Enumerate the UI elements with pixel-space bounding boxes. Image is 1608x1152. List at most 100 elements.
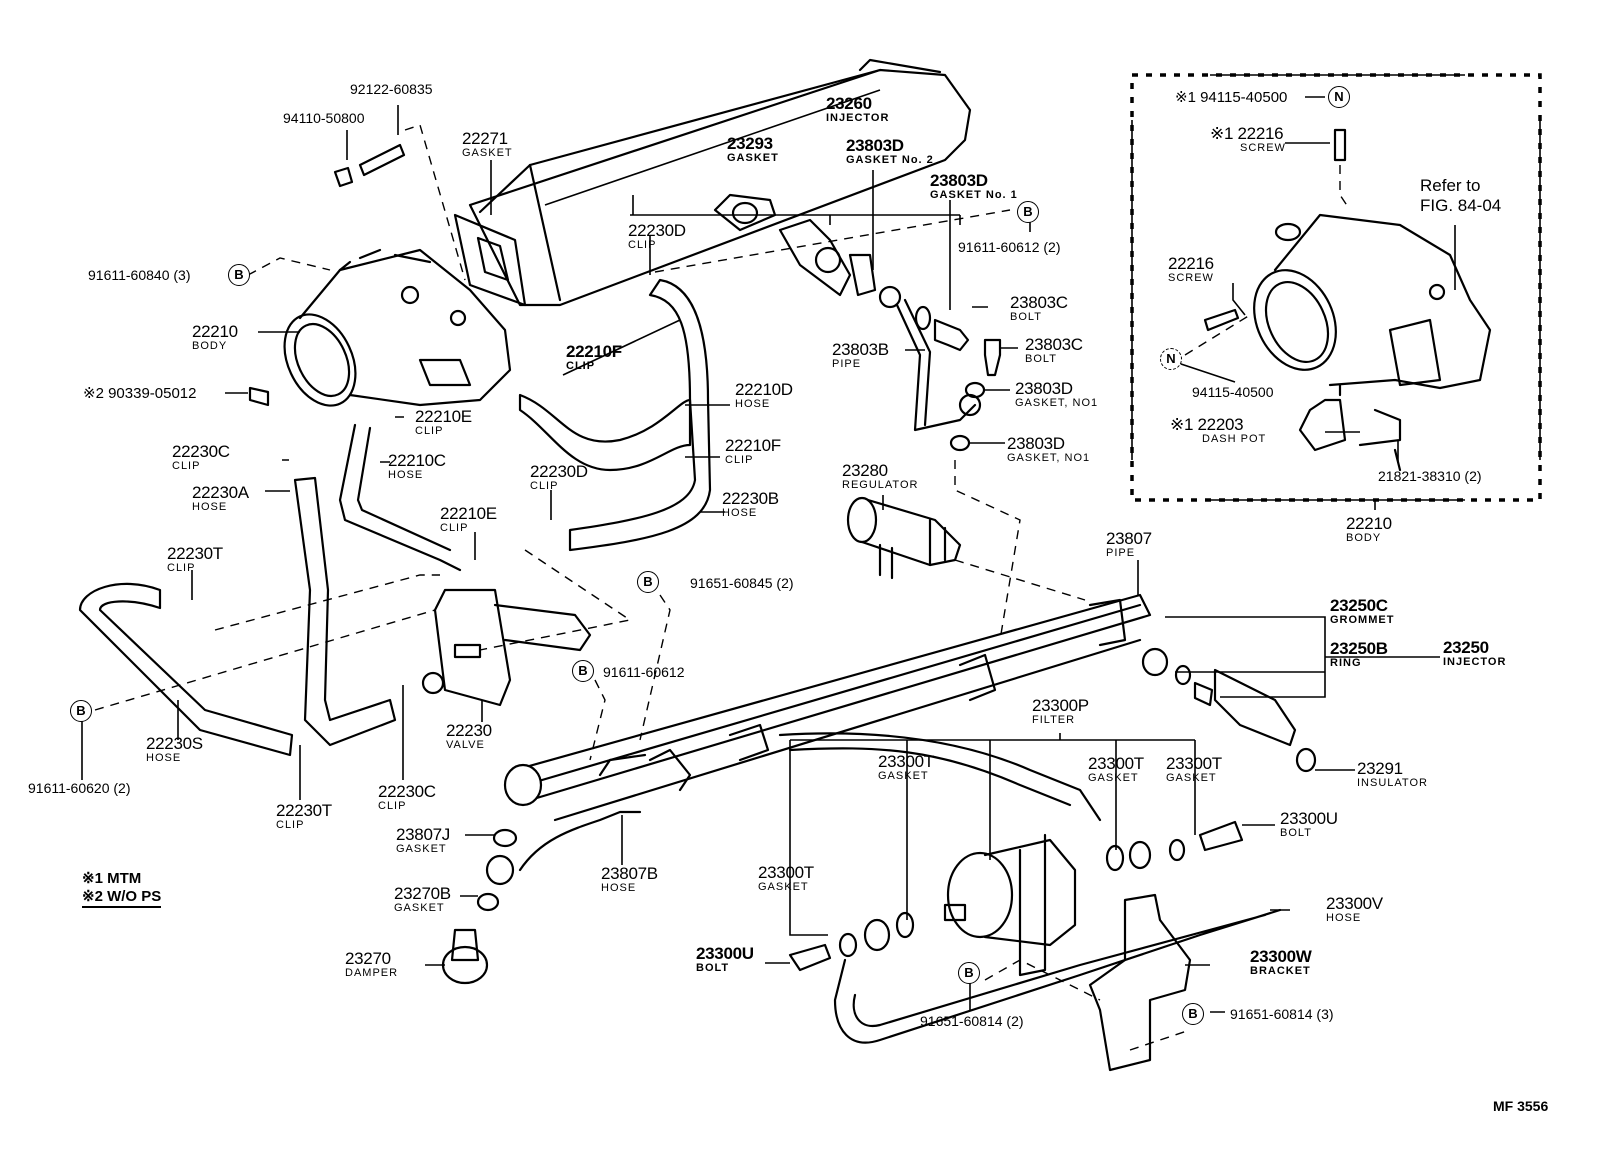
fuel-rail-23807	[503, 593, 1152, 822]
bolt-symbol-b: B	[1017, 201, 1039, 223]
footnote-2: ※2 W/O PS	[82, 888, 162, 908]
hose-22210D	[518, 393, 692, 472]
part-label-91611-60840: 91611-60840 (3)	[88, 267, 191, 283]
inset-label-94115-40500-top: ※1 94115-40500	[1175, 89, 1288, 106]
footnote-1: ※1 MTM	[82, 870, 142, 887]
part-label-94110-50800: 94110-50800	[283, 110, 365, 126]
hose-22210C	[338, 423, 462, 572]
bolt-symbol-b: B	[958, 962, 980, 984]
nut-symbol-n: N	[1328, 86, 1350, 108]
bolt-symbol-b: B	[70, 700, 92, 722]
throttle-body-22210	[283, 248, 512, 407]
plug-90339	[248, 386, 270, 407]
hose-22230S	[78, 582, 294, 757]
gasket-23803D-a	[964, 381, 986, 399]
inset-throttle-body	[1174, 96, 1492, 472]
part-label-91651-60845: 91651-60845 (2)	[690, 575, 794, 591]
bolt-symbol-b: B	[1182, 1003, 1204, 1025]
hose-22230A	[293, 476, 397, 747]
pulsation-damper-23270	[441, 828, 518, 985]
nut-symbol-n: N	[1160, 348, 1182, 370]
fuel-pipe-23803B	[878, 285, 982, 432]
injector-23250	[1141, 647, 1317, 773]
part-label-91651-60814-2: 91651-60814 (2)	[920, 1013, 1024, 1029]
part-label-91611-60620: 91611-60620 (2)	[28, 780, 131, 796]
inset-frame	[1130, 73, 1542, 510]
fuel-hose-23300V	[833, 908, 1282, 1044]
fuel-line-upper	[778, 732, 1102, 822]
bolt-symbol-b: B	[637, 571, 659, 593]
inset-label-94115-40500: 94115-40500	[1192, 384, 1274, 400]
bracket-23300W	[1088, 893, 1192, 1072]
valve-22230	[421, 588, 592, 707]
part-label-91611-60612-2: 91611-60612 (2)	[958, 239, 1061, 255]
bolt-symbol-b: B	[572, 660, 594, 682]
dashed-assembly-lines	[94, 124, 1191, 1051]
part-label-90339-05012: ※2 90339-05012	[83, 385, 197, 402]
part-label-91651-60814-3: 91651-60814 (3)	[1230, 1006, 1334, 1022]
figure-code: MF 3556	[1493, 1098, 1549, 1114]
leader-lines	[81, 105, 1440, 1013]
part-label-91611-60612: 91611-60612	[603, 664, 685, 680]
stud-92122	[333, 143, 406, 188]
cold-start-injector-23260	[713, 193, 877, 297]
part-label-92122-60835: 92122-60835	[350, 81, 433, 97]
fuel-hose-23807B	[518, 810, 642, 872]
bolt-23803C-a	[933, 318, 970, 352]
pressure-regulator-23280	[846, 496, 962, 580]
hose-22230B	[568, 278, 712, 552]
inset-label-21821-38310: 21821-38310 (2)	[1378, 468, 1482, 484]
bolt-symbol-b: B	[228, 264, 250, 286]
fuel-filter-23300P	[788, 820, 1244, 977]
throttle-gasket-22271	[453, 213, 527, 307]
